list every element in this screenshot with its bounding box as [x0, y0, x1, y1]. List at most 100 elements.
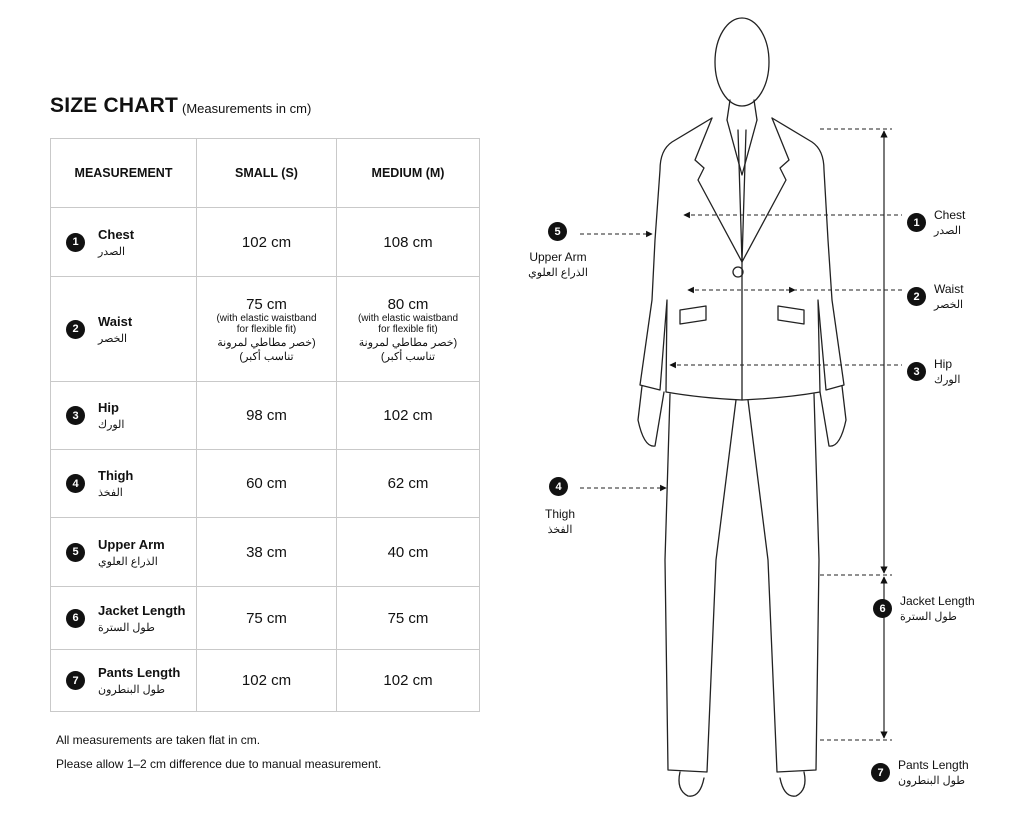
callout-label: Chest	[934, 208, 966, 222]
callout-badge-thigh: 4	[549, 477, 568, 496]
medium-value: 102 cm	[336, 381, 480, 450]
callout-badge: 7	[871, 763, 890, 782]
small-value: 75 cm	[246, 295, 287, 313]
number-badge: 1	[66, 232, 85, 252]
small-value-cell: 75 cm (with elastic waistband for flexib…	[196, 276, 337, 382]
hand-left	[637, 385, 665, 447]
medium-value-cell: 80 cm (with elastic waistband for flexib…	[336, 276, 480, 382]
callout-label: Hip	[934, 357, 953, 371]
callout-badge: 3	[907, 362, 926, 381]
mannequin-head	[714, 17, 770, 107]
size-table: MEASUREMENT SMALL (S) MEDIUM (M) 1 Chest ا…	[50, 138, 480, 712]
measurement-name: Thigh	[98, 468, 134, 483]
callout-label-ar: الورك	[934, 374, 961, 386]
measurement-name-ar: الذراع العلوي	[98, 555, 158, 568]
callout-thigh: Thigh الفخذ	[510, 507, 610, 536]
table-row: 4 Thigh الفخذ 60 cm 62 cm	[50, 449, 480, 518]
table-row: 6 Jacket Length طول السترة 75 cm 75 cm	[50, 586, 480, 650]
mannequin-neck	[726, 99, 758, 121]
small-note: (with elastic waistband	[216, 312, 317, 324]
header-measurement: MEASUREMENT	[50, 138, 197, 208]
small-note-ar: (خصر مطاطي لمرونة	[217, 336, 316, 349]
pocket-left	[679, 305, 707, 325]
measurement-name: Hip	[98, 400, 119, 415]
page-title: SIZE CHART	[50, 94, 178, 117]
callout-badge: 1	[907, 213, 926, 232]
measurement-name: Waist	[98, 313, 133, 329]
table-header-row: MEASUREMENT SMALL (S) MEDIUM (M)	[50, 138, 480, 208]
hand-right	[819, 385, 847, 447]
callout-badge-upper-arm: 5	[548, 222, 567, 241]
measurement-cell: 1 Chest الصدر	[50, 207, 197, 277]
medium-note: (with elastic waistband	[357, 312, 459, 324]
medium-note-ar-2: تناسب أكبر)	[380, 350, 436, 363]
callout-label-ar: الذراع العلوي	[528, 267, 588, 279]
measurement-name: Chest	[98, 226, 135, 242]
measurement-name: Jacket Length	[98, 602, 186, 618]
callout-label-ar: طول السترة	[900, 611, 957, 623]
medium-value: 80 cm	[387, 295, 429, 313]
callout-jacket-length: 6 Jacket Length طول السترة	[873, 594, 975, 623]
callout-label-ar: الخصر	[934, 299, 964, 311]
number-badge: 2	[66, 319, 85, 339]
callout-label-ar: الفخذ	[547, 524, 573, 536]
medium-value: 40 cm	[336, 517, 480, 587]
callout-label: Waist	[934, 282, 964, 296]
measurement-cell: 7 Pants Length طول البنطرون	[50, 649, 197, 712]
measurement-name-ar: طول البنطرون	[98, 684, 166, 696]
number-badge: 5	[66, 542, 85, 562]
measurement-cell: 5 Upper Arm الذراع العلوي	[50, 517, 197, 587]
callout-label: Jacket Length	[900, 594, 975, 608]
shoe-left	[678, 771, 705, 797]
medium-value: 62 cm	[336, 449, 480, 518]
footnote: Please allow 1–2 cm difference due to ma…	[56, 757, 382, 771]
small-note-2: for flexible fit)	[236, 323, 297, 335]
small-note-ar-2: تناسب أكبر)	[239, 350, 294, 363]
medium-note-ar: (خصر مطاطي لمرونة	[358, 336, 458, 349]
page-subtitle: (Measurements in cm)	[182, 101, 312, 116]
measurement-name-ar: طول السترة	[98, 621, 155, 634]
small-value: 98 cm	[196, 381, 337, 450]
number-badge: 7	[66, 671, 85, 690]
callout-label: Pants Length	[898, 758, 969, 772]
measurement-cell: 4 Thigh الفخذ	[50, 449, 197, 518]
number-badge: 6	[66, 608, 85, 628]
shoe-right	[779, 771, 806, 797]
callout-label: Upper Arm	[529, 250, 587, 264]
measurement-name-ar: الصدر	[98, 245, 126, 258]
lapel-right	[741, 117, 790, 263]
pocket-right	[777, 305, 805, 325]
lapel-left	[694, 117, 743, 263]
callout-upper-arm: Upper Arm الذراع العلوي	[508, 250, 608, 279]
jacket-button	[732, 266, 744, 278]
shirt-opening	[726, 119, 758, 176]
pants-outline	[664, 393, 820, 773]
measurement-name: Pants Length	[98, 665, 181, 680]
measurement-name-ar: الورك	[98, 419, 125, 431]
footnote: All measurements are taken flat in cm.	[56, 733, 261, 747]
callout-label: Thigh	[544, 507, 576, 521]
callout-label-ar: الصدر	[934, 225, 962, 237]
measurement-cell: 6 Jacket Length طول السترة	[50, 586, 197, 650]
callout-badge: 6	[873, 599, 892, 618]
measurement-name-ar: الفخذ	[98, 487, 123, 499]
header-medium: MEDIUM (M)	[336, 138, 480, 208]
callout-chest: 1 Chest الصدر	[907, 208, 965, 237]
small-value: 60 cm	[196, 449, 337, 518]
callout-hip: 3 Hip الورك	[907, 357, 960, 386]
number-badge: 4	[66, 474, 85, 493]
medium-value: 75 cm	[336, 586, 480, 650]
small-value: 75 cm	[196, 586, 337, 650]
medium-note-2: for flexible fit)	[378, 323, 438, 335]
callout-badge: 2	[907, 287, 926, 306]
callout-waist: 2 Waist الخصر	[907, 282, 964, 311]
small-value: 102 cm	[196, 649, 337, 712]
measurement-name: Upper Arm	[98, 536, 165, 552]
small-value: 102 cm	[196, 207, 337, 277]
